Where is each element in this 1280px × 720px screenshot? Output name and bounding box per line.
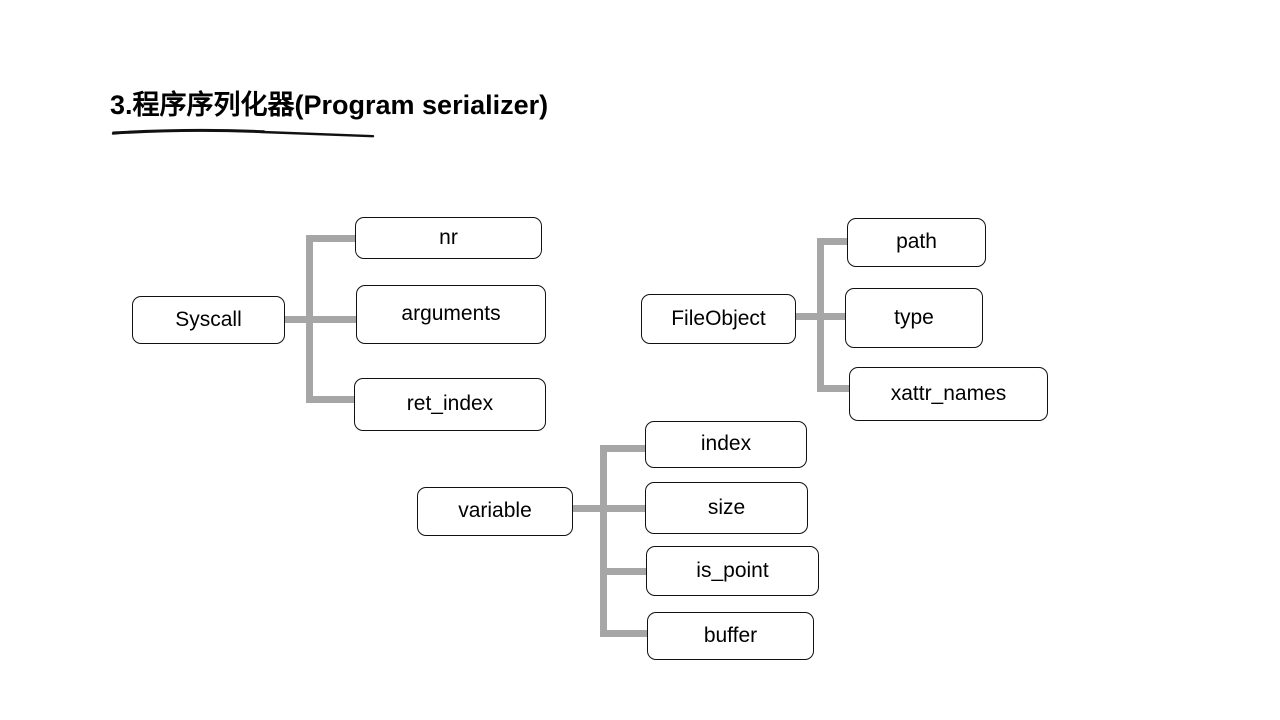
node-variable[interactable]: variable: [417, 487, 573, 536]
node-arguments[interactable]: arguments: [356, 285, 546, 344]
node-size[interactable]: size: [645, 482, 808, 534]
title-underline-decoration: [111, 128, 375, 138]
node-syscall[interactable]: Syscall: [132, 296, 285, 344]
node-xattr-names-label: xattr_names: [890, 381, 1007, 405]
node-nr-label: nr: [439, 225, 458, 249]
node-fileobject-label: FileObject: [671, 306, 766, 330]
node-arguments-label: arguments: [401, 302, 501, 325]
node-buffer-label: buffer: [703, 623, 758, 647]
node-ret-index[interactable]: ret_index: [354, 378, 546, 431]
node-syscall-label: Syscall: [175, 307, 242, 331]
node-type-label: type: [894, 305, 934, 329]
node-nr[interactable]: nr: [355, 217, 542, 259]
connector-group-syscall: [285, 235, 358, 403]
node-path[interactable]: path: [847, 218, 986, 267]
title-block: 3.程序序列化器(Program serializer): [110, 86, 730, 148]
connector-group-variable: [573, 445, 650, 637]
node-index[interactable]: index: [645, 421, 807, 468]
node-variable-label: variable: [458, 499, 532, 522]
node-path-label: path: [896, 230, 937, 253]
page-title: 3.程序序列化器(Program serializer): [110, 90, 549, 120]
node-fileobject[interactable]: FileObject: [641, 294, 796, 344]
node-is-point[interactable]: is_point: [646, 546, 819, 596]
node-size-label: size: [707, 495, 746, 519]
node-buffer[interactable]: buffer: [647, 612, 814, 660]
node-index-label: index: [700, 432, 752, 455]
node-is-point-label: is_point: [696, 558, 769, 582]
node-ret-index-label: ret_index: [406, 392, 494, 415]
node-type[interactable]: type: [845, 288, 983, 348]
connector-group-fileobject: [796, 238, 852, 392]
node-xattr-names[interactable]: xattr_names: [849, 367, 1048, 421]
